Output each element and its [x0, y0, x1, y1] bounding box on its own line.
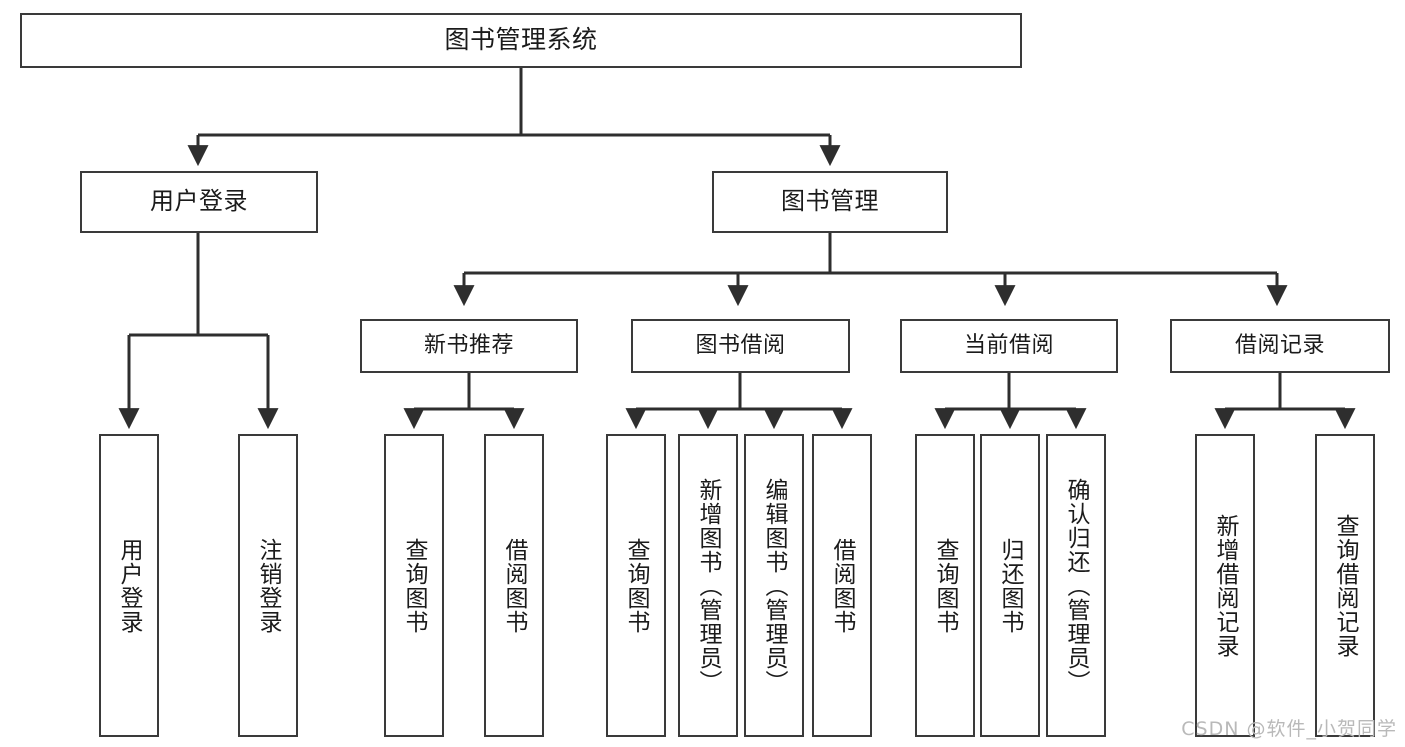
- leaf-label: 用户登录: [116, 537, 143, 634]
- watermark: CSDN @软件_小贺同学: [1181, 718, 1397, 740]
- leaf-query-borrow-record[interactable]: 查询借阅记录: [1315, 434, 1375, 737]
- node-borrow-record[interactable]: 借阅记录: [1170, 319, 1390, 373]
- node-new-book-recommend[interactable]: 新书推荐: [360, 319, 578, 373]
- node-current-borrow[interactable]: 当前借阅: [900, 319, 1118, 373]
- leaf-label: 确认归还（管理员）: [1063, 477, 1090, 694]
- leaf-borrow-book[interactable]: 借阅图书: [812, 434, 872, 737]
- leaf-label: 查询图书: [932, 537, 959, 634]
- leaf-label: 注销登录: [255, 537, 282, 634]
- leaf-edit-book-admin[interactable]: 编辑图书（管理员）: [744, 434, 804, 737]
- node-label: 当前借阅: [963, 333, 1054, 359]
- leaf-add-book-admin[interactable]: 新增图书（管理员）: [678, 434, 738, 737]
- leaf-query-book-current[interactable]: 查询图书: [915, 434, 975, 737]
- leaf-label: 新增图书（管理员）: [695, 477, 722, 694]
- leaf-add-borrow-record[interactable]: 新增借阅记录: [1195, 434, 1255, 737]
- leaf-query-book-recommend[interactable]: 查询图书: [384, 434, 444, 737]
- node-label: 图书借阅: [695, 333, 786, 359]
- node-root-book-management-system[interactable]: 图书管理系统: [20, 13, 1022, 68]
- node-label: 图书管理系统: [444, 25, 598, 55]
- leaf-label: 编辑图书（管理员）: [761, 477, 788, 694]
- leaf-label: 借阅图书: [501, 537, 528, 634]
- leaf-label: 查询借阅记录: [1332, 513, 1359, 658]
- leaf-query-book-borrow[interactable]: 查询图书: [606, 434, 666, 737]
- leaf-return-book[interactable]: 归还图书: [980, 434, 1040, 737]
- leaf-logout-login[interactable]: 注销登录: [238, 434, 298, 737]
- node-label: 用户登录: [150, 187, 248, 216]
- leaf-label: 新增借阅记录: [1212, 513, 1239, 658]
- leaf-borrow-book-recommend[interactable]: 借阅图书: [484, 434, 544, 737]
- node-user-login[interactable]: 用户登录: [80, 171, 318, 233]
- node-label: 图书管理: [781, 187, 879, 216]
- leaf-user-login[interactable]: 用户登录: [99, 434, 159, 737]
- node-book-borrow[interactable]: 图书借阅: [631, 319, 850, 373]
- leaf-label: 查询图书: [401, 537, 428, 634]
- leaf-confirm-return-admin[interactable]: 确认归还（管理员）: [1046, 434, 1106, 737]
- leaf-label: 查询图书: [623, 537, 650, 634]
- node-label: 新书推荐: [423, 333, 514, 359]
- node-book-management[interactable]: 图书管理: [712, 171, 948, 233]
- node-label: 借阅记录: [1234, 333, 1325, 359]
- leaf-label: 借阅图书: [829, 537, 856, 634]
- leaf-label: 归还图书: [997, 537, 1024, 634]
